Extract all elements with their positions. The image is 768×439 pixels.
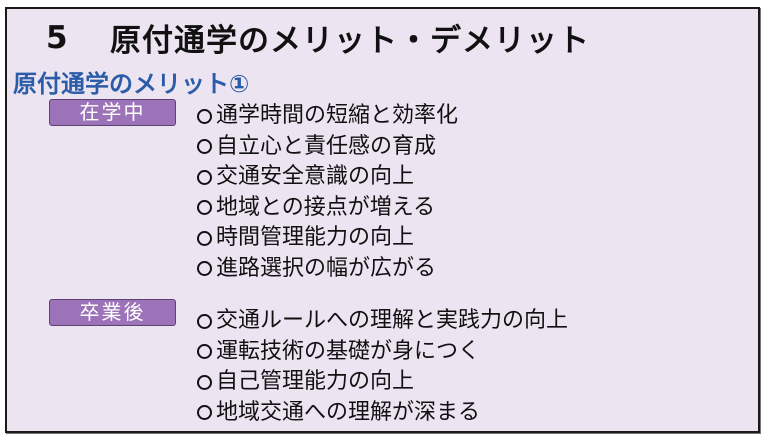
- circle-bullet-icon: [197, 261, 212, 277]
- list-item-text: 通学時間の短縮と効率化: [216, 103, 459, 128]
- circle-bullet-icon: [197, 200, 212, 216]
- slide-title: 5 原付通学のメリット・デメリット: [46, 15, 590, 60]
- slide: 5 原付通学のメリット・デメリット 原付通学のメリット① 在学中 通学時間の短縮…: [5, 7, 760, 433]
- circle-bullet-icon: [197, 313, 212, 329]
- badge-during-school: 在学中: [49, 99, 176, 126]
- list-item: 通学時間の短縮と効率化: [197, 101, 458, 132]
- circle-bullet-icon: [197, 108, 212, 124]
- circle-bullet-icon: [197, 344, 212, 360]
- circle-bullet-icon: [197, 169, 212, 185]
- list-item: 交通安全意識の向上: [197, 162, 458, 193]
- title-text: 原付通学のメリット・デメリット: [110, 23, 590, 59]
- list-item: 自立心と責任感の育成: [197, 132, 458, 163]
- circle-bullet-icon: [197, 405, 212, 421]
- list-item-text: 地域交通への理解が深まる: [216, 399, 481, 425]
- slide-subtitle: 原付通学のメリット①: [13, 70, 250, 98]
- list-item-text: 進路選択の幅が広がる: [216, 255, 437, 281]
- list-item: 進路選択の幅が広がる: [197, 254, 458, 285]
- list-item: 時間管理能力の向上: [197, 223, 458, 254]
- list-item-text: 交通安全意識の向上: [216, 164, 415, 189]
- circle-bullet-icon: [197, 139, 212, 155]
- list-item-text: 自立心と責任感の育成: [216, 133, 437, 159]
- list-item: 地域との接点が増える: [197, 193, 458, 224]
- list-item: 交通ルールへの理解と実践力の向上: [197, 306, 568, 337]
- after-graduation-list: 交通ルールへの理解と実践力の向上 運転技術の基礎が身につく 自己管理能力の向上 …: [197, 306, 568, 428]
- circle-bullet-icon: [197, 230, 212, 246]
- list-item-text: 運転技術の基礎が身につく: [216, 338, 481, 364]
- during-school-list: 通学時間の短縮と効率化 自立心と責任感の育成 交通安全意識の向上 地域との接点が…: [197, 101, 458, 284]
- list-item: 運転技術の基礎が身につく: [197, 337, 568, 368]
- list-item-text: 地域との接点が増える: [216, 194, 436, 220]
- list-item-text: 自己管理能力の向上: [216, 369, 415, 394]
- section-number: 5: [46, 19, 69, 56]
- list-item: 自己管理能力の向上: [197, 367, 568, 398]
- circle-bullet-icon: [197, 374, 212, 390]
- list-item: 地域交通への理解が深まる: [197, 398, 568, 429]
- badge-after-graduation: 卒業後: [49, 299, 176, 326]
- list-item-text: 交通ルールへの理解と実践力の向上: [216, 308, 569, 333]
- list-item-text: 時間管理能力の向上: [216, 225, 415, 250]
